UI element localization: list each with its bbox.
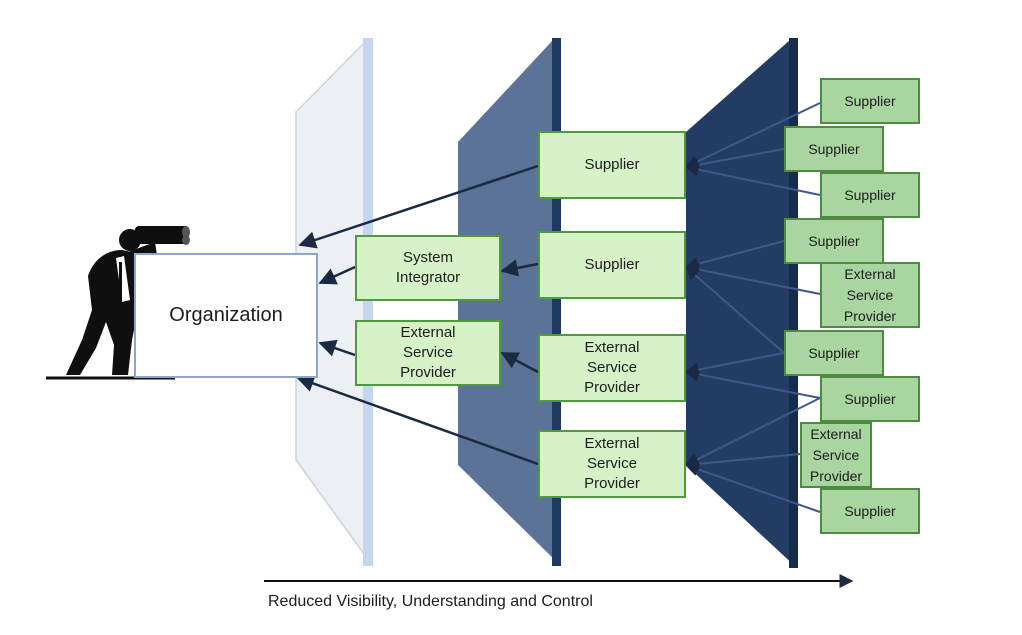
esp-line-2: Service [402, 344, 453, 361]
tier3-connections [684, 102, 821, 513]
tier3-supplier-box-1: Supplier [820, 78, 920, 124]
organization-box: Organization [134, 253, 318, 378]
visibility-plane-2-edge [552, 38, 561, 566]
tier2-external-service-provider-box-2: External Service Provider [538, 430, 686, 498]
tier3-supplier-box-6: Supplier [820, 376, 920, 422]
tier2-supplier-box-2: Supplier [538, 231, 686, 299]
tier3-supplier-box-3: Supplier [820, 172, 920, 218]
esp-line-1: External [844, 265, 896, 282]
supplier-label: Supplier [584, 156, 640, 173]
supplier-label: Supplier [844, 92, 896, 109]
observer-with-binoculars-icon [66, 226, 190, 375]
axis-caption: Reduced Visibility, Understanding and Co… [268, 593, 593, 610]
system-integrator-line-1: System [402, 249, 453, 266]
tier2-external-service-provider-box-1: External Service Provider [538, 334, 686, 402]
esp-line-1: External [810, 425, 862, 442]
system-integrator-line-2: Integrator [395, 269, 461, 286]
tier3-supplier-box-5: Supplier [784, 330, 884, 376]
tier3-external-service-provider-box-1: External Service Provider [820, 262, 920, 328]
esp-line-2: Service [586, 359, 637, 376]
visibility-plane-2 [458, 40, 560, 565]
esp-line-3: Provider [584, 475, 640, 492]
esp-line-3: Provider [400, 364, 456, 381]
supplier-label: Supplier [844, 502, 896, 519]
esp-line-1: External [584, 339, 640, 356]
tier3-supplier-box-4: Supplier [784, 218, 884, 264]
tier3-supplier-box-7: Supplier [820, 488, 920, 534]
supplier-label: Supplier [844, 390, 896, 407]
esp-line-3: Provider [584, 379, 640, 396]
esp-line-3: Provider [809, 467, 863, 484]
tier3-external-service-provider-box-2: External Service Provider [800, 422, 872, 488]
esp-line-2: Service [812, 446, 860, 463]
system-integrator-box: System Integrator [355, 235, 501, 301]
esp-line-2: Service [586, 455, 637, 472]
esp-line-1: External [400, 324, 456, 341]
esp-line-3: Provider [843, 307, 897, 324]
tier1-external-service-provider-box: External Service Provider [355, 320, 501, 386]
supplier-label: Supplier [808, 140, 860, 157]
tier2-connections [296, 164, 539, 466]
supplier-label: Supplier [844, 186, 896, 203]
visibility-plane-3-edge [789, 38, 798, 568]
esp-line-2: Service [846, 286, 894, 303]
supplier-label: Supplier [808, 232, 860, 249]
supplier-label: Supplier [584, 256, 640, 273]
organization-label: Organization [169, 304, 283, 326]
esp-line-1: External [584, 435, 640, 452]
tier3-supplier-box-2: Supplier [784, 126, 884, 172]
supplier-label: Supplier [808, 344, 860, 361]
visibility-plane-1-edge [363, 38, 373, 566]
tier2-supplier-box-1: Supplier [538, 131, 686, 199]
visibility-plane-3 [686, 40, 797, 568]
